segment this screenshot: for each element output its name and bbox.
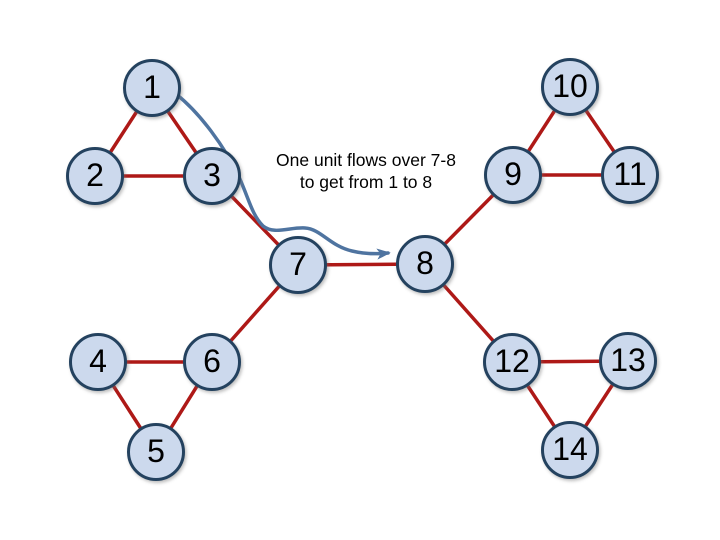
annotation-line-2: to get from 1 to 8 <box>299 172 433 192</box>
flow-annotation: One unit flows over 7-8 to get from 1 to… <box>246 149 486 193</box>
graph-node-7: 7 <box>269 236 327 294</box>
node-label: 1 <box>143 69 161 105</box>
graph-node-1: 1 <box>123 59 181 117</box>
node-label: 14 <box>552 431 588 467</box>
graph-node-12: 12 <box>483 333 541 391</box>
node-label: 11 <box>613 156 647 192</box>
node-label: 4 <box>89 343 107 379</box>
graph-node-8: 8 <box>396 235 454 293</box>
graph-node-9: 9 <box>484 146 542 204</box>
node-label: 6 <box>203 343 221 379</box>
graph-node-2: 2 <box>66 147 124 205</box>
graph-node-14: 14 <box>541 421 599 479</box>
node-label: 7 <box>289 246 307 282</box>
graph-node-5: 5 <box>127 423 185 481</box>
node-label: 9 <box>504 156 522 192</box>
graph-node-3: 3 <box>183 147 241 205</box>
graph-node-4: 4 <box>69 333 127 391</box>
node-label: 3 <box>203 157 221 193</box>
graph-node-11: 11 <box>601 146 659 204</box>
node-label: 2 <box>86 157 104 193</box>
graph-node-13: 13 <box>599 332 657 390</box>
node-label: 13 <box>610 342 646 378</box>
node-label: 12 <box>494 343 530 379</box>
graph-node-10: 10 <box>541 58 599 116</box>
graph-node-6: 6 <box>183 333 241 391</box>
node-label: 8 <box>416 245 434 281</box>
annotation-line-1: One unit flows over 7-8 <box>276 150 456 170</box>
node-label: 5 <box>147 433 165 469</box>
node-label: 10 <box>552 68 588 104</box>
